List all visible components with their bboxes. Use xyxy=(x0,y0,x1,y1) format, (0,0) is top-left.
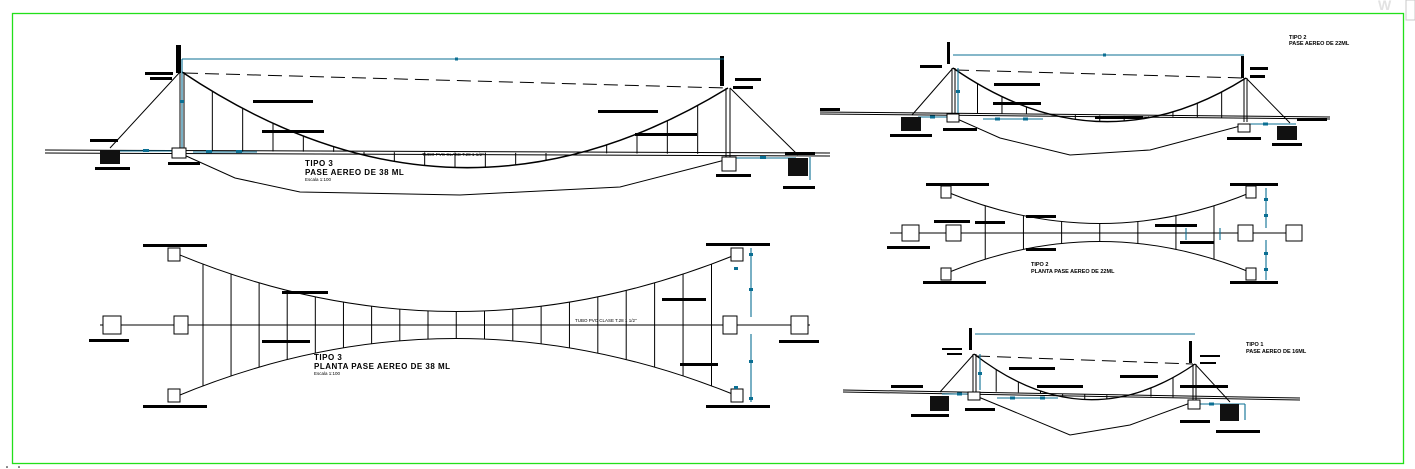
watermark: W xyxy=(1378,0,1392,13)
view-subtitle: PASE AEREO DE 16ML xyxy=(1246,349,1307,355)
foundation xyxy=(171,147,187,159)
origin-dot xyxy=(6,466,8,468)
pipe-note: TUBO PVC CLASE T.28 1 1/2" xyxy=(575,318,637,323)
view-title: TIPO 1 xyxy=(1246,342,1263,348)
scroll-handle[interactable] xyxy=(1405,0,1415,21)
tipo2-elevation-view: TIPO 2 PASE AEREO DE 22ML xyxy=(819,35,1350,156)
pipe-note: TUBO PVC CLASE T.28 1 1/2" xyxy=(422,152,484,157)
view-scale: Escala 1:100 xyxy=(314,371,341,376)
view-subtitle: PLANTA PASE AEREO DE 22ML xyxy=(1031,269,1115,275)
view-subtitle: PASE AEREO DE 22ML xyxy=(1289,41,1350,47)
tipo2-plan-view: TIPO 2 PLANTA PASE AEREO DE 22ML xyxy=(887,183,1303,284)
view-title: TIPO 2 xyxy=(1031,262,1048,268)
tower-cap xyxy=(720,56,724,86)
view-title: TIPO 3 xyxy=(314,353,342,362)
plan-cable-upper xyxy=(174,252,741,312)
drawing-frame xyxy=(11,12,1405,465)
view-scale: Escala 1:100 xyxy=(305,177,332,182)
tower-cap xyxy=(176,45,181,73)
foundation xyxy=(721,156,737,172)
tipo1-elevation-view: TIPO 1 PASE AEREO DE 16ML xyxy=(842,328,1307,436)
tipo3-elevation-view: TUBO PVC CLASE T.28 1 1/2" TIPO 3 PASE A… xyxy=(44,45,831,196)
view-title: TIPO 2 xyxy=(1289,35,1306,41)
view-subtitle: PLANTA PASE AEREO DE 38 ML xyxy=(314,362,451,371)
view-title: TIPO 3 xyxy=(305,159,333,168)
anchor-block xyxy=(788,158,808,176)
view-subtitle: PASE AEREO DE 38 ML xyxy=(305,168,404,177)
reference-dashed-line xyxy=(183,72,727,89)
origin-dot xyxy=(18,466,20,468)
anchor-block xyxy=(100,150,120,164)
tipo3-plan-view: TUBO PVC CLASE T.28 1 1/2" TIPO 3 PLANTA… xyxy=(89,243,819,408)
plan-cable-lower xyxy=(174,338,741,398)
terrain-profile xyxy=(183,154,726,196)
